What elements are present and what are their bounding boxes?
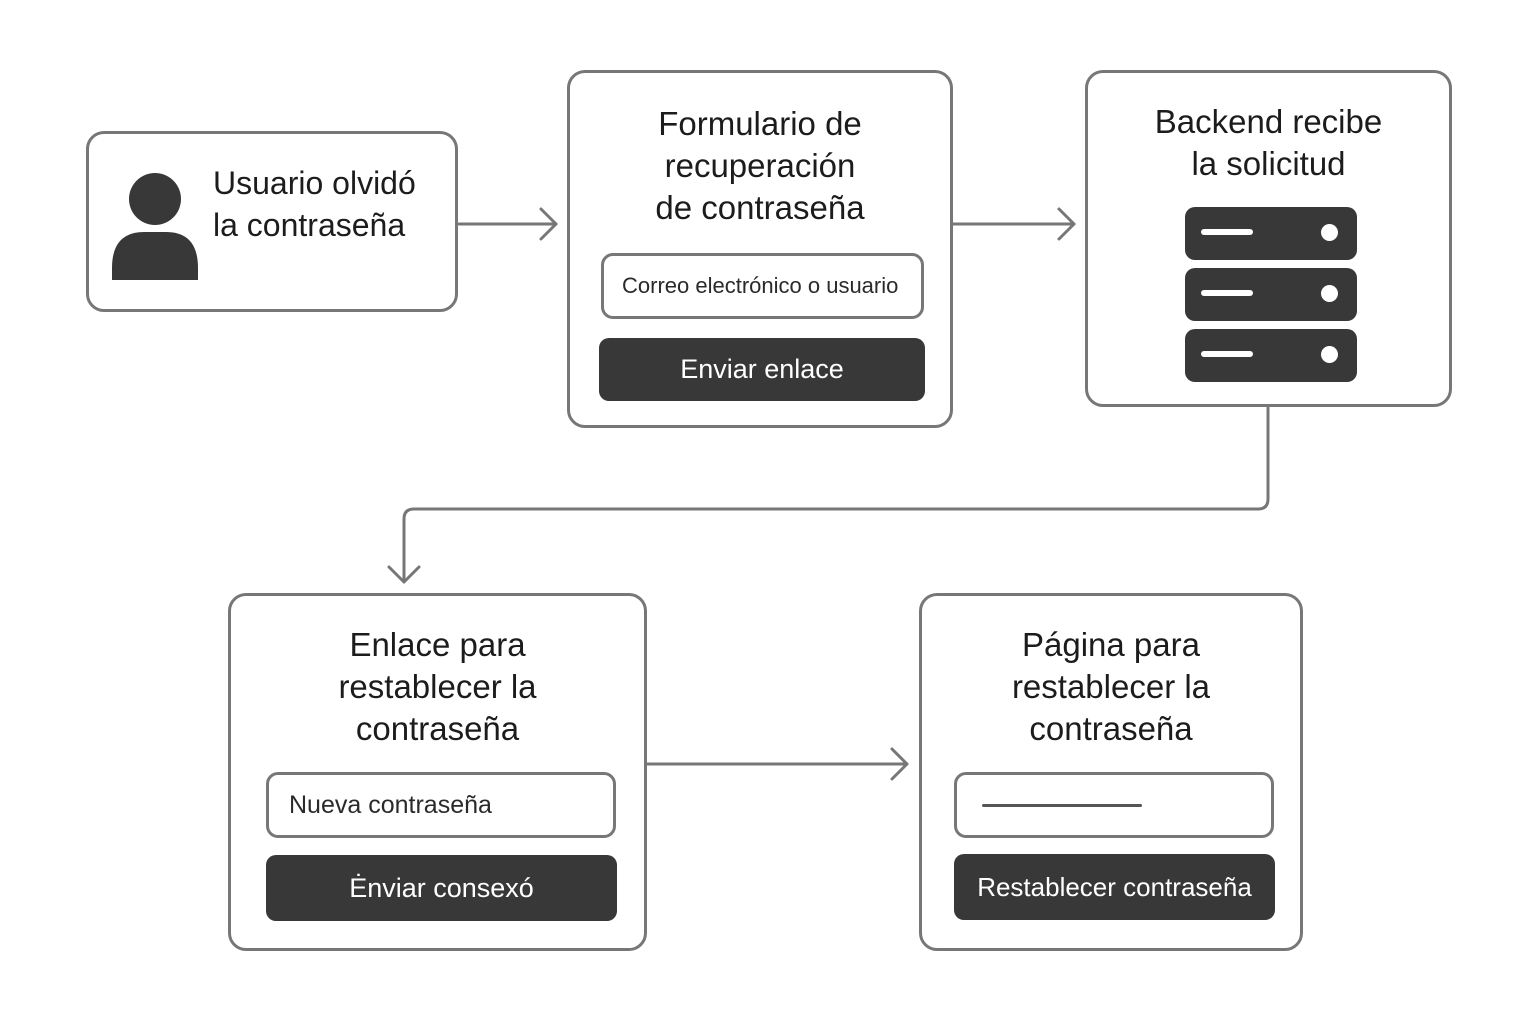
arrow-user-to-form xyxy=(457,207,558,241)
server-unit xyxy=(1185,268,1357,321)
reset-password-button-label: Restablecer contraseña xyxy=(977,871,1252,902)
password-entry-line xyxy=(982,803,1142,807)
send-link-button-label: Enviar enlace xyxy=(680,354,844,384)
arrow-form-to-backend xyxy=(951,207,1076,241)
email-or-username-input[interactable]: Correo electrónico o usuario xyxy=(601,253,924,319)
server-unit xyxy=(1185,329,1357,382)
server-unit xyxy=(1185,207,1357,260)
node-recovery-form: Formulario de recuperación de contraseña… xyxy=(567,70,953,428)
send-consent-button-label: Ėnviar consexó xyxy=(349,872,534,903)
recovery-form-title: Formulario de recuperación de contraseña xyxy=(655,105,865,226)
node-user-title: Usuario olvidó la contraseña xyxy=(213,165,416,243)
user-icon xyxy=(112,173,198,280)
reset-link-title: Enlace para restablecer la contraseña xyxy=(338,626,537,747)
email-input-placeholder: Correo electrónico o usuario xyxy=(622,273,899,298)
password-input[interactable] xyxy=(954,772,1274,838)
node-reset-link: Enlace para restablecer la contraseña Nu… xyxy=(228,593,647,951)
new-password-input[interactable]: Nueva contraseña xyxy=(266,772,616,838)
node-user: Usuario olvidó la contraseña xyxy=(86,131,458,312)
arrow-backend-to-reset-link xyxy=(387,404,1270,584)
node-reset-page: Página para restablecer la contraseña Re… xyxy=(919,593,1303,951)
arrow-reset-link-to-reset-page xyxy=(645,747,909,781)
reset-page-title: Página para restablecer la contraseña xyxy=(1011,626,1211,747)
backend-title: Backend recibe la solicitud xyxy=(1154,103,1383,182)
reset-password-button[interactable]: Restablecer contraseña xyxy=(954,854,1275,920)
send-consent-button[interactable]: Ėnviar consexó xyxy=(266,855,617,921)
node-backend: Backend recibe la solicitud xyxy=(1085,70,1452,407)
new-password-placeholder: Nueva contraseña xyxy=(289,790,492,819)
send-link-button[interactable]: Enviar enlace xyxy=(599,338,925,401)
